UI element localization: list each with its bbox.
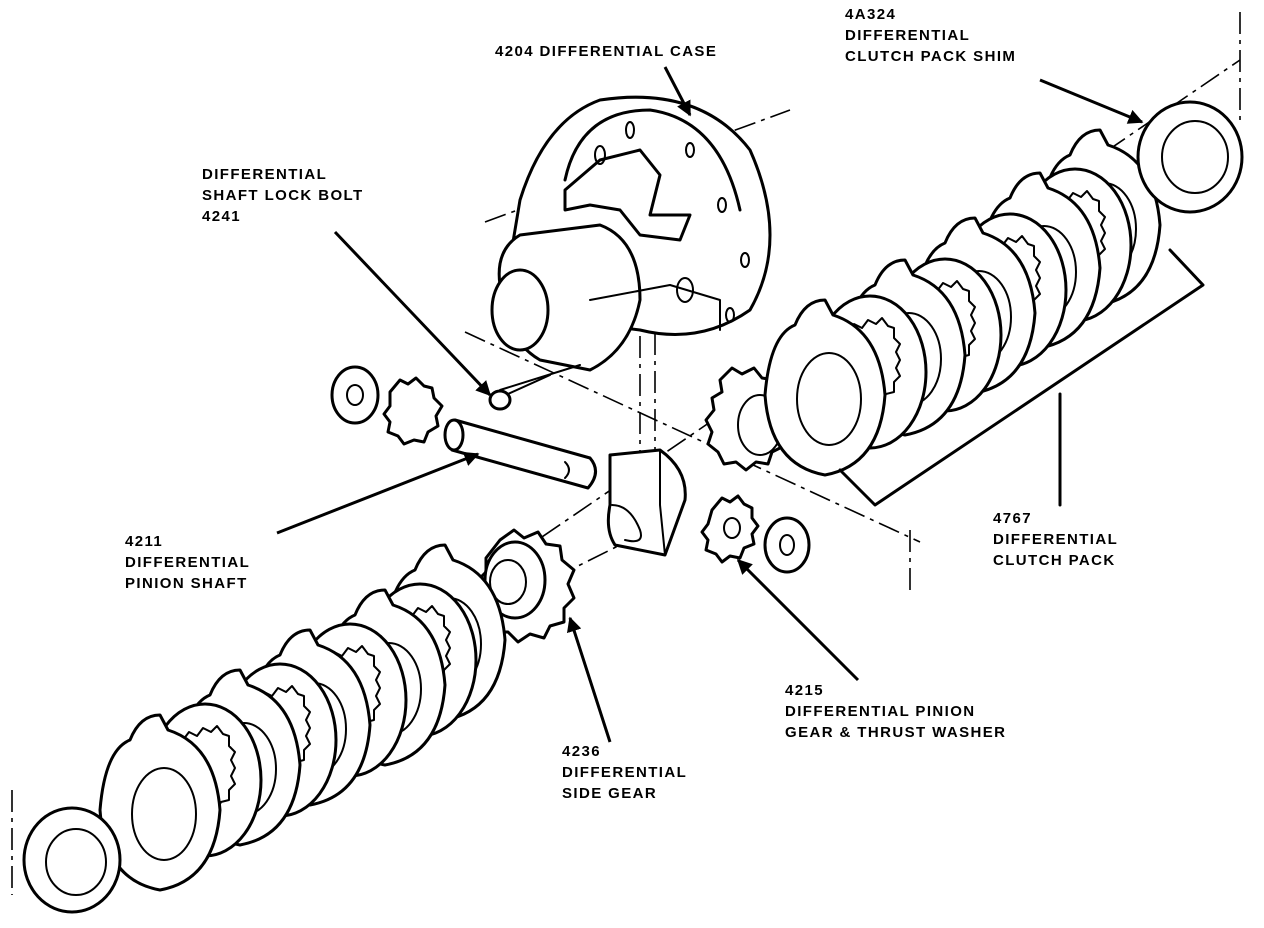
- callout-line: CLUTCH PACK SHIM: [845, 48, 1017, 65]
- callout-clutch-pack: 4767 DIFFERENTIAL CLUTCH PACK: [993, 508, 1118, 571]
- lock-bolt-leader: [333, 230, 492, 397]
- left-thrust-washer: [330, 365, 380, 425]
- callout-line: DIFFERENTIAL: [993, 531, 1119, 548]
- callout-line: CLUTCH PACK: [993, 552, 1116, 569]
- shaft-lock-bolt: [488, 374, 551, 411]
- callout-shaft-lock-bolt: DIFFERENTIAL SHAFT LOCK BOLT 4241: [202, 164, 364, 227]
- callout-line: 4236: [562, 743, 601, 760]
- callout-differential-case: 4204 DIFFERENTIAL CASE: [495, 41, 717, 62]
- callout-clutch-pack-shim: 4A324 DIFFERENTIAL CLUTCH PACK SHIM: [845, 4, 1016, 67]
- callout-line: DIFFERENTIAL: [845, 27, 971, 44]
- clutch-pack-shim: [1136, 100, 1244, 214]
- callout-line: DIFFERENTIAL: [562, 764, 688, 781]
- right-thrust-washer: [763, 516, 811, 574]
- left-clutch-pack: [98, 543, 507, 892]
- callout-line: 4215: [785, 682, 824, 699]
- left-clutch-shim: [22, 806, 122, 914]
- clutch-pack-bracket: [838, 248, 1205, 507]
- pinion-gear-leader: [736, 558, 860, 682]
- callout-pinion-shaft: 4211 DIFFERENTIAL PINION SHAFT: [125, 531, 250, 594]
- callout-line: DIFFERENTIAL: [202, 166, 328, 183]
- callout-side-gear: 4236 DIFFERENTIAL SIDE GEAR: [562, 741, 687, 804]
- side-gear-leader: [567, 616, 612, 743]
- callout-line: DIFFERENTIAL PINION: [785, 703, 976, 720]
- callout-line: GEAR & THRUST WASHER: [785, 724, 1007, 741]
- right-clutch-pack: [763, 128, 1162, 477]
- pinion-shaft-leader: [276, 451, 480, 535]
- callout-line: PINION SHAFT: [125, 575, 248, 592]
- callout-line: 4A324: [845, 6, 897, 23]
- callout-line: DIFFERENTIAL: [125, 554, 251, 571]
- callout-line: SHAFT LOCK BOLT: [202, 187, 364, 204]
- callout-line: 4241: [202, 208, 241, 225]
- differential-case: [490, 95, 772, 391]
- callout-line: 4767: [993, 510, 1032, 527]
- callout-pinion-gear-thrust-washer: 4215 DIFFERENTIAL PINION GEAR & THRUST W…: [785, 680, 1006, 743]
- shim-leader: [1039, 78, 1144, 124]
- case-leader: [663, 66, 692, 117]
- left-pinion-gear: [382, 376, 444, 446]
- thrust-block: [606, 448, 687, 557]
- callout-line: 4211: [125, 533, 164, 550]
- callout-line: SIDE GEAR: [562, 785, 658, 802]
- right-pinion-gear: [700, 494, 760, 564]
- callout-line: 4204 DIFFERENTIAL CASE: [495, 43, 718, 60]
- pinion-shaft: [443, 418, 597, 490]
